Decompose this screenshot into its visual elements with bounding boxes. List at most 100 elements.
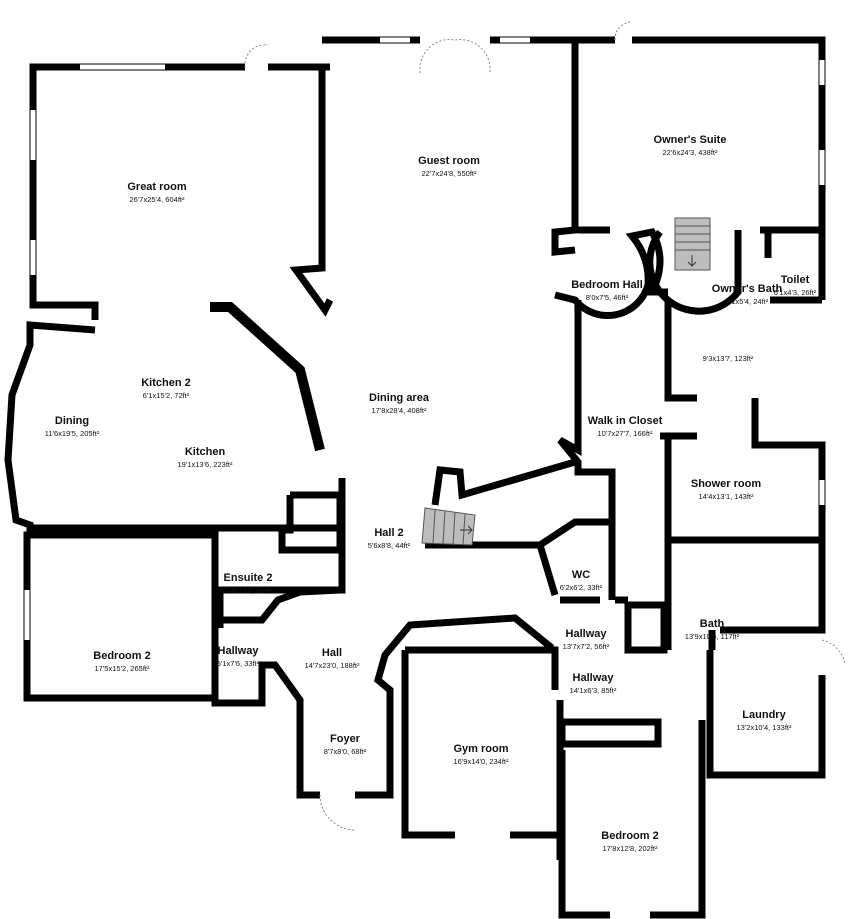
room-label-bedroom-hall: Bedroom Hall 8'0x7'5, 46ft² [571,279,643,302]
room-label-bedroom-2: Bedroom 2 17'5x15'2, 265ft² [93,650,150,673]
room-dims: 8'0x7'5, 46ft² [585,293,629,302]
stair-steps [432,509,466,546]
room-label-kitchen: Kitchen 19'1x13'6, 223ft² [178,446,233,469]
room-dims: 5'1x7'6, 33ft² [216,659,260,668]
room-name: Kitchen [184,446,226,458]
room-label-owners-suite: Owner's Suite 22'6x24'3, 438ft² [654,134,727,157]
room-name: Dining [54,415,90,427]
room-dims: 19'1x13'6, 223ft² [177,460,233,469]
wall [650,720,706,919]
room-name: Great room [127,181,187,193]
room-dims: 22'6x24'3, 438ft² [662,148,718,157]
room-label-hall-2: Hall 2 5'6x8'8, 44ft² [368,527,410,550]
walls [4,36,826,919]
room-label-bath: Bath 13'9x10'5, 117ft² [685,618,739,641]
room-dims: 11'6x19'5, 205ft² [44,429,100,438]
room-name: Kitchen 2 [141,377,191,389]
room-name: Toilet [780,274,810,286]
room-dims: 13'7x7'2, 56ft² [562,642,610,651]
room-dims: 13'2x10'4, 133ft² [736,723,792,732]
room-name: Hall 2 [374,527,404,539]
door-swing [319,794,356,831]
room-name: Hallway [565,628,607,640]
room-name: Laundry [742,709,786,721]
wall [751,398,826,540]
wall [268,63,334,317]
room-dims: 5'4x11'0, 46ft² [224,586,272,595]
room-label-shower-room: Shower room 14'4x13'1, 143ft² [691,478,761,501]
room-label-dining: Dining 11'6x19'5, 205ft² [45,415,99,438]
wall [558,718,662,748]
room-name: Gym room [453,743,509,755]
room-name: Dining area [369,392,429,404]
room-label-wc: WC 6'2x6'2, 33ft² [560,569,602,592]
room-name: WC [571,569,591,581]
wall [211,586,341,624]
door-swing [244,44,269,68]
wall [425,541,559,597]
door-swing [419,39,491,74]
room-dims: 6'1x5'4, 24ft² [725,297,769,306]
door-swing [614,21,633,41]
room-dims: 17'5x15'2, 265ft² [94,664,150,673]
room-name: Shower room [690,478,762,490]
room-name: Hallway [572,672,614,684]
room-name: Bedroom 2 [93,650,151,662]
room-label-dining-area: Dining area 17'8x28'4, 408ft² [369,392,429,415]
room-name: Owner's Suite [653,134,727,146]
room-name: Walk in Closet [587,415,663,427]
room-dims: 14'4x13'1, 143ft² [698,492,754,501]
doors [244,21,846,831]
room-label-toilet: Toilet 6'1x4'3, 26ft² [774,274,816,297]
wall [706,650,826,779]
room-dims: 9'3x13'7, 123ft² [702,354,754,363]
wall [554,228,668,320]
room-dims: 10'7x27'7, 166ft² [597,429,653,438]
room-name: Bedroom 2 [601,830,659,842]
room-label-unnamed: 9'3x13'7, 123ft² [703,352,754,363]
windows [24,37,825,918]
room-dims: 14'7x23'0, 188ft² [304,661,360,670]
room-dims: 6'1x4'3, 26ft² [773,288,817,297]
room-name: Foyer [330,733,360,745]
room-label-walk-in-closet: Walk in Closet 10'7x27'7, 166ft² [588,415,663,438]
room-label-great-room: Great room 26'7x25'4, 604ft² [127,181,186,204]
room-dims: 13'9x10'5, 117ft² [684,632,740,641]
room-dims: 6'1x15'2, 72ft² [142,391,190,400]
room-label-laundry: Laundry 13'2x10'4, 133ft² [737,709,792,732]
room-dims: 17'8x28'4, 408ft² [371,406,427,415]
room-label-hallway: Hallway 5'1x7'6, 33ft² [217,645,259,668]
wall [401,650,455,839]
room-label-hall: Hall 14'7x23'0, 188ft² [305,647,360,670]
wall [210,302,325,452]
room-label-owners-bath: Owner's Bath 6'1x5'4, 24ft² [712,283,782,306]
room-name: Hall [321,647,343,659]
room-dims: 17'8x12'8, 202ft² [602,844,658,853]
wall [632,36,826,300]
wall [551,40,579,256]
room-dims: 22'7x24'8, 550ft² [421,169,477,178]
room-name: Bedroom Hall [571,279,643,291]
room-label-bedroom-2-lower: Bedroom 2 17'8x12'8, 202ft² [601,830,658,853]
wall [431,458,576,506]
room-name: Hallway [217,645,259,657]
room-dims: 6'2x6'2, 33ft² [559,583,603,592]
room-name: Bath [699,618,725,630]
room-dims: 5'6x8'8, 44ft² [367,541,411,550]
stair [421,507,476,546]
wall [557,300,616,520]
stair-steps [675,225,710,251]
wall [624,601,668,654]
wall [405,646,559,690]
room-dims: 26'7x25'4, 604ft² [129,195,185,204]
wall [211,661,320,799]
wall [668,536,826,634]
room-label-kitchen-2: Kitchen 2 6'1x15'2, 72ft² [141,377,191,400]
room-name: Owner's Bath [711,283,783,295]
wall [278,491,344,554]
